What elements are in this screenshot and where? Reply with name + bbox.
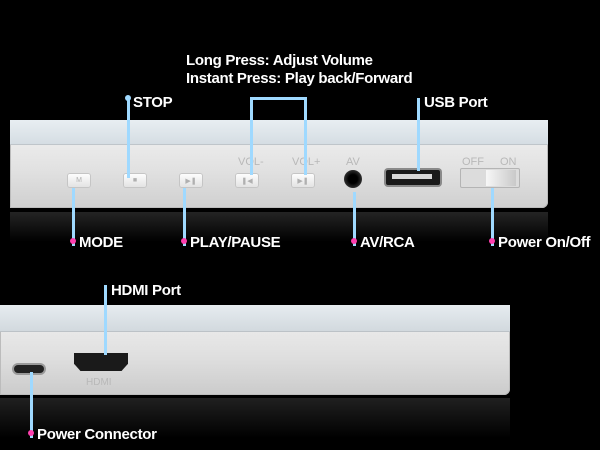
hdmi-port-line	[104, 285, 107, 355]
av-label: AV	[346, 156, 360, 168]
mode-dot	[70, 238, 76, 244]
volume-note-line2: Instant Press: Play back/Forward	[186, 70, 413, 87]
next-icon: ▶❚	[297, 177, 309, 185]
mode-line	[72, 188, 75, 246]
av-rca-line	[353, 192, 356, 246]
stop-dot	[125, 95, 131, 101]
play-pause-button: ▶❚	[180, 174, 202, 187]
power-on-off-line	[491, 188, 494, 246]
device-top-panel: M ■ ▶❚ ❚◀ ▶❚ VOL- VOL+ AV OFF ON	[10, 120, 548, 208]
vol-plus-button: ▶❚	[292, 174, 314, 187]
mode-label: MODE	[79, 234, 123, 251]
play-pause-icon: ▶❚	[185, 177, 197, 185]
device-bottom-lid	[0, 305, 510, 332]
power-switch	[460, 168, 520, 188]
on-label: ON	[500, 156, 517, 168]
off-label: OFF	[462, 156, 484, 168]
play-pause-label: PLAY/PAUSE	[190, 234, 281, 251]
play-pause-dot	[181, 238, 187, 244]
usb-port	[386, 170, 440, 185]
mode-button: M	[68, 174, 90, 187]
usb-c-port	[14, 365, 44, 373]
power-connector-dot	[28, 430, 34, 436]
bottom-reflection	[0, 398, 510, 438]
stop-icon: ■	[132, 177, 138, 184]
hdmi-text: HDMI	[86, 377, 112, 388]
volume-bracket	[250, 97, 307, 100]
power-connector-label: Power Connector	[37, 426, 157, 443]
power-on-off-label: Power On/Off	[498, 234, 591, 251]
av-rca-label: AV/RCA	[360, 234, 415, 251]
power-connector-line	[30, 372, 33, 438]
top-reflection	[10, 212, 548, 242]
mode-icon: M	[76, 177, 82, 184]
av-jack	[344, 170, 362, 188]
volume-note-line1: Long Press: Adjust Volume	[186, 52, 373, 69]
hdmi-port	[74, 353, 128, 371]
usb-port-label: USB Port	[424, 94, 488, 111]
hdmi-port-label: HDMI Port	[111, 282, 181, 299]
device-bottom-panel: HDMI	[0, 305, 510, 395]
vol-plus-line	[304, 97, 307, 175]
device-top-lid	[10, 120, 548, 145]
vol-minus-button: ❚◀	[236, 174, 258, 187]
usb-port-line	[417, 98, 420, 171]
av-rca-dot	[351, 238, 357, 244]
stop-label: STOP	[133, 94, 173, 111]
power-on-off-dot	[489, 238, 495, 244]
stop-line	[127, 98, 130, 178]
play-pause-line	[183, 188, 186, 246]
vol-minus-line	[250, 97, 253, 175]
previous-icon: ❚◀	[241, 177, 253, 185]
